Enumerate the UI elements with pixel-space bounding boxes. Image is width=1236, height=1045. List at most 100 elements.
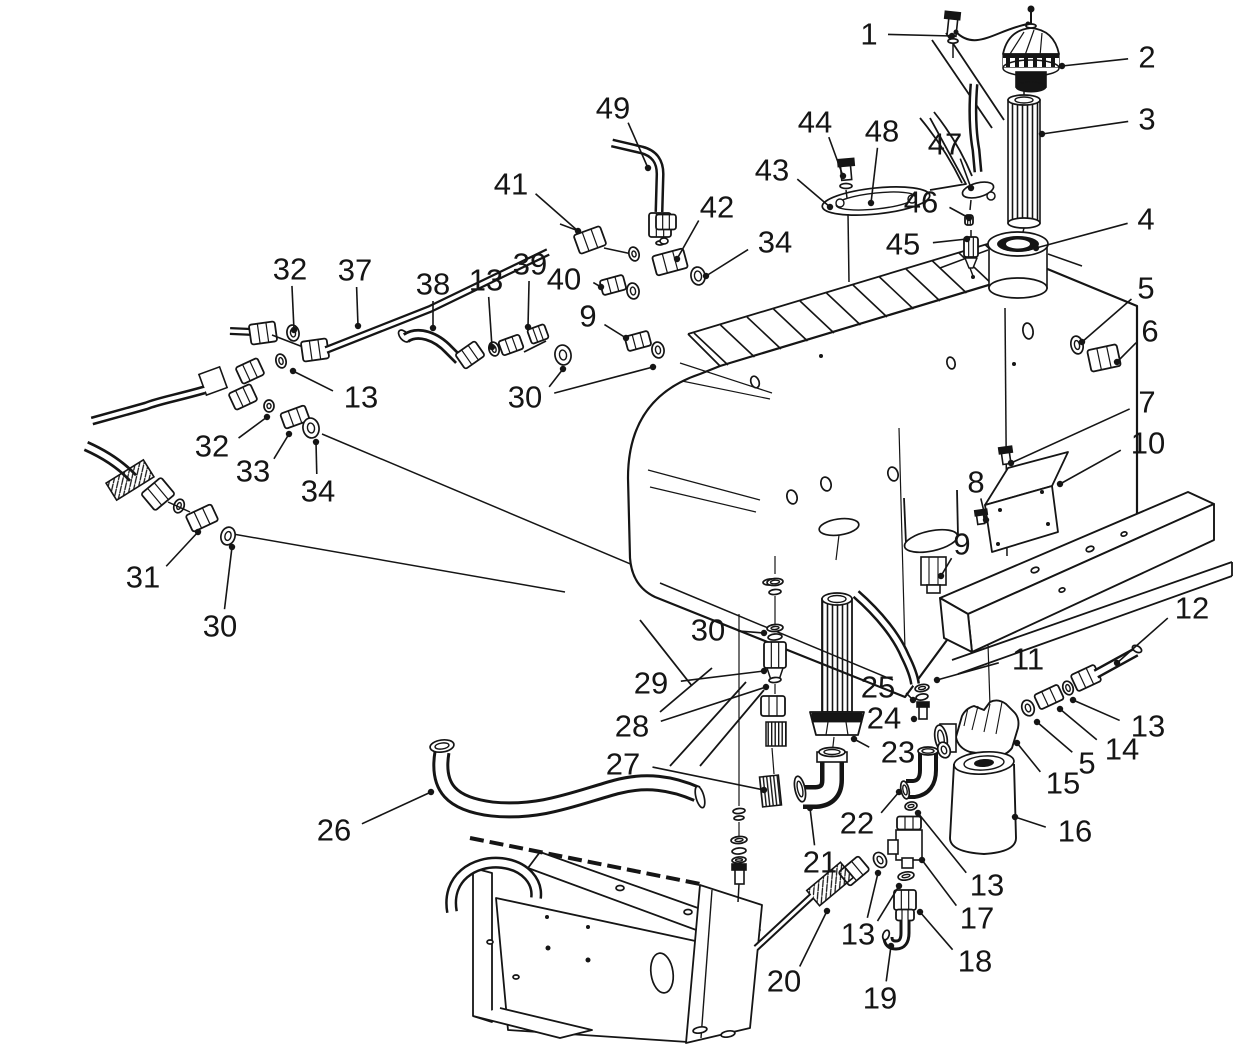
washer [768, 588, 782, 596]
callout-label-45: 45 [886, 227, 920, 262]
cap-thread [1015, 81, 1047, 93]
cooler-fin [825, 292, 862, 326]
callout-label-14: 14 [1105, 732, 1139, 767]
callout-arrow-dot [1056, 480, 1064, 488]
hose-nut [147, 487, 163, 506]
o-ring [1073, 339, 1081, 351]
callout-label-24: 24 [867, 701, 901, 736]
adapter-fitting [279, 404, 311, 430]
adapter-fitting [763, 641, 787, 669]
callout-label-38: 38 [416, 267, 450, 302]
callout-arrow-dot [895, 882, 903, 890]
callout-leader [1035, 222, 1128, 249]
neck-bottom [988, 277, 1048, 299]
callout-leader [936, 662, 999, 681]
callout-label-21: 21 [803, 845, 837, 880]
washer [734, 858, 744, 862]
callout-arrow-dot [967, 184, 975, 192]
o-ring [766, 623, 784, 633]
callout-arrow-dot [1033, 718, 1041, 726]
washer [917, 685, 927, 691]
callout-arrow-dot [649, 363, 657, 371]
rivet-dot [585, 957, 591, 963]
adapter-fitting [201, 507, 211, 525]
callout-label-20: 20 [767, 964, 801, 999]
hose-nut [851, 860, 864, 876]
callout-label-13: 13 [970, 868, 1004, 903]
washer [915, 693, 929, 701]
callout-leader [652, 766, 765, 791]
filter-head [955, 699, 1020, 757]
washer [733, 815, 745, 821]
callout-leader [627, 122, 649, 169]
tank-hole [749, 375, 761, 389]
cooler-fin [852, 284, 888, 318]
rail-hole [1030, 566, 1040, 574]
tank-hole [749, 375, 761, 389]
cap-rib [1023, 29, 1035, 59]
callout-arrow-dot [918, 856, 926, 864]
tank-outlet [818, 517, 860, 537]
callout-leader [548, 368, 564, 388]
plug-fitting [624, 330, 652, 352]
barb-end [881, 929, 891, 941]
washer [554, 344, 572, 366]
tube-axis [271, 334, 304, 348]
callout-leader [932, 238, 968, 244]
callout-label-43: 43 [755, 153, 789, 188]
plug-fitting [624, 330, 652, 352]
cap-rib [1009, 31, 1025, 55]
nipple-fitting [893, 889, 917, 911]
bolt-washer [947, 37, 959, 45]
tee-branch-nut [235, 357, 265, 385]
sump-bottom [903, 528, 959, 554]
tank-hole [945, 356, 957, 370]
hose-nut [455, 340, 485, 370]
flare-nut [308, 340, 313, 361]
element-top [1014, 96, 1034, 104]
beam-hole [615, 884, 625, 892]
washer [915, 693, 929, 701]
callout-leader [809, 807, 816, 846]
beam-hole [683, 908, 693, 916]
callout-label-7: 7 [1138, 385, 1155, 420]
callout-arrow-dot [644, 164, 652, 172]
callout-leader [1059, 449, 1122, 485]
callout-label-18: 18 [958, 944, 992, 979]
callout-arrow-dot [806, 804, 814, 812]
callout-arrow-dot [429, 324, 437, 332]
callout-label-12: 12 [1175, 591, 1209, 626]
sump-bottom [903, 528, 959, 554]
callout-label-6: 6 [1141, 314, 1158, 349]
rivet-dot [953, 29, 959, 35]
callout-arrow-dot [285, 430, 293, 438]
tank-accent [647, 469, 761, 501]
torn-panel [945, 32, 1005, 121]
callout-arrow-dot [1032, 244, 1040, 252]
washer [172, 498, 186, 514]
plate-hole [907, 194, 917, 204]
callout-leader [870, 147, 879, 204]
tee-block [197, 365, 229, 397]
callout-arrow-dot [488, 343, 496, 351]
plate-bolt-washer [839, 182, 853, 190]
tank-crease [898, 427, 906, 651]
tank-port [1022, 322, 1034, 340]
callout-label-13: 13 [1131, 709, 1165, 744]
callout-label-30: 30 [508, 380, 542, 415]
filler-platform-edge [939, 249, 989, 269]
clamp-wing [986, 191, 996, 201]
element-bottom [1007, 217, 1041, 229]
tee-branch-nut [249, 360, 258, 378]
hose-nut [760, 695, 786, 717]
callout-leader [885, 945, 892, 982]
spin-on-filter [949, 763, 1017, 855]
tee-top-port [655, 213, 677, 231]
element-top [1007, 94, 1041, 106]
callout-arrow-dot [1007, 459, 1015, 467]
wall-hole [512, 974, 520, 980]
bushing [606, 278, 612, 294]
hose-nut [461, 349, 473, 366]
axis [167, 501, 191, 513]
